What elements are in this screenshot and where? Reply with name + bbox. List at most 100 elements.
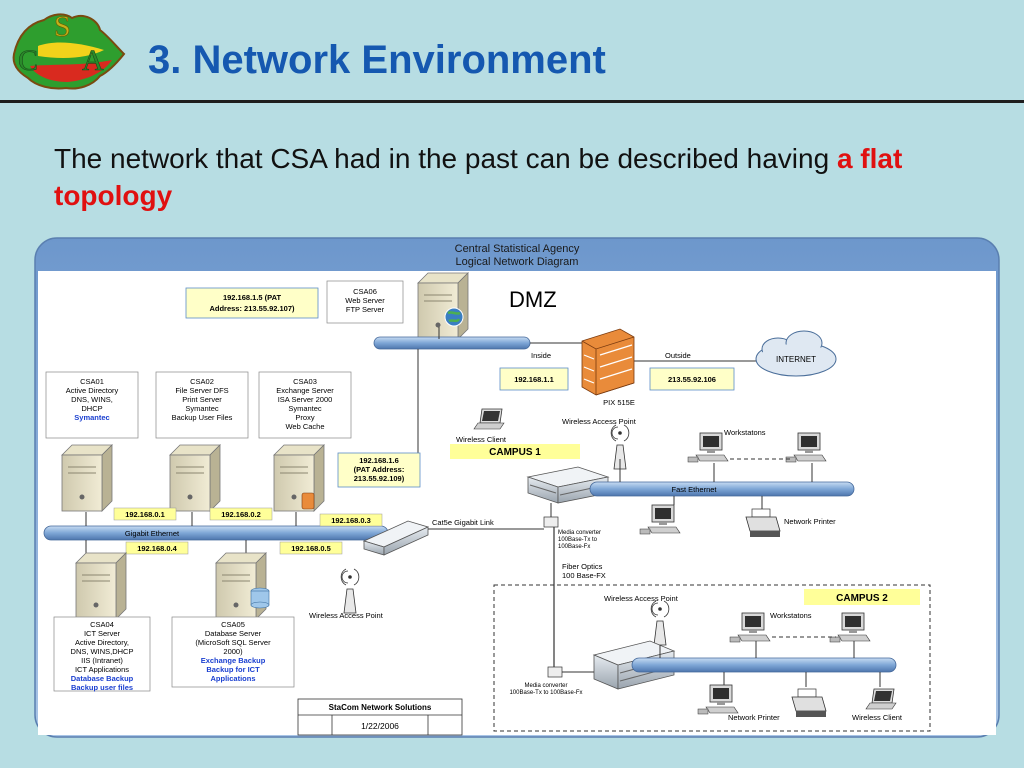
csa05-extra-2: Backup for ICT <box>206 665 260 674</box>
mc2-line1: Media converter <box>524 683 567 689</box>
body-paragraph: The network that CSA had in the past can… <box>54 140 934 214</box>
logo-letter-s: S <box>54 10 71 43</box>
csa05-box <box>171 616 295 688</box>
campus2-bus <box>631 657 897 673</box>
csa03-line5: Proxy <box>295 413 314 422</box>
body-text: The network that CSA had in the past can… <box>54 143 830 174</box>
ip-box-03 <box>319 513 383 527</box>
wap-label-3: Wireless Access Point <box>604 594 679 603</box>
ip-box-01 <box>113 507 177 521</box>
switch-icon-core <box>362 520 430 556</box>
csa04-line4: DNS, WINS,DHCP <box>71 647 134 656</box>
footer-block <box>297 698 463 736</box>
campus1-label: CAMPUS 1 <box>489 447 541 458</box>
ip-02: 192.168.0.2 <box>221 510 261 519</box>
logo-letter-a: A <box>82 44 104 77</box>
pat2-line1: 192.168.1.6 <box>359 456 399 465</box>
ip-01: 192.168.0.1 <box>125 510 165 519</box>
media-converter-icon-1 <box>543 516 559 528</box>
csa04-line3: Active Directory, <box>75 638 129 647</box>
csa05-line4: 2000) <box>223 647 243 656</box>
mc2-line2: 100Base-Tx to 100Base-Fx <box>509 690 582 696</box>
campus1-label-box <box>450 444 580 459</box>
csa05-line2: Database Server <box>205 629 262 638</box>
csa06-box <box>326 280 404 324</box>
csa03-line1: CSA03 <box>293 377 317 386</box>
ip-box-04 <box>125 541 189 555</box>
csa03-line6: Web Cache <box>285 422 324 431</box>
fast-ethernet-bus <box>589 481 855 497</box>
csa04-line6: ICT Applications <box>75 665 129 674</box>
slide-title: 3. Network Environment <box>148 38 606 82</box>
csa01-line3: DNS, WINS, <box>71 395 113 404</box>
internet-cloud-icon <box>755 330 837 377</box>
firewall-label: PIX 515E <box>603 398 635 407</box>
csa02-box <box>155 371 249 439</box>
mc1-line1: Media converter <box>558 530 601 536</box>
workstations-label-2: Workstatons <box>770 611 812 620</box>
body-highlight: a flat topology <box>54 143 903 211</box>
csa04-extra-2: Backup user files <box>71 683 133 692</box>
campus2-label: CAMPUS 2 <box>836 593 888 604</box>
campus2-label-box <box>804 589 920 605</box>
server-icon-csa05 <box>215 552 267 620</box>
csa02-line4: Symantec <box>185 404 219 413</box>
dmz-label: DMZ <box>509 287 557 312</box>
outside-ip-box <box>649 367 735 391</box>
csa04-line5: IIS (Intranet) <box>81 656 123 665</box>
server-icon-csa03 <box>273 444 325 512</box>
fast-ethernet-label: Fast Ethernet <box>671 485 717 494</box>
fiber-line1: Fiber Optics <box>562 562 603 571</box>
csa02-line1: CSA02 <box>190 377 214 386</box>
mc1-line3: 100Base-Fx <box>558 544 590 550</box>
mc1-line2: 100Base-Tx to <box>558 537 598 543</box>
pat2-line2: (PAT Address: <box>354 465 405 474</box>
ip-03: 192.168.0.3 <box>331 516 371 525</box>
pat2-box <box>337 452 421 488</box>
diagram-title-line2: Logical Network Diagram <box>456 256 579 268</box>
csa04-box <box>53 616 151 692</box>
gigabit-bus <box>43 525 389 541</box>
globe-icon <box>444 307 464 327</box>
csa02-line2: File Server DFS <box>175 386 228 395</box>
csa02-line5: Backup User Files <box>172 413 233 422</box>
network-printer-label-1: Network Printer <box>784 517 836 526</box>
wap-label-2: Wireless Access Point <box>309 611 384 620</box>
csa06-line3: FTP Server <box>346 305 385 314</box>
csa03-line3: ISA Server 2000 <box>278 395 333 404</box>
cat5e-label: Cat5e Gigabit Link <box>432 518 494 527</box>
dmz-bus <box>373 336 531 350</box>
wap-label-1: Wireless Access Point <box>562 417 637 426</box>
diagram-title-line1: Central Statistical Agency <box>455 243 580 255</box>
pat1-line2: Address: 213.55.92.107) <box>209 304 295 313</box>
workstations-label-1: Workstatons <box>724 428 766 437</box>
pat1-box <box>185 287 319 319</box>
server-icon-csa02 <box>169 444 221 512</box>
csa02-line3: Print Server <box>182 395 222 404</box>
title-divider <box>0 100 1024 103</box>
csa01-box <box>45 371 139 439</box>
csa06-line2: Web Server <box>345 296 385 305</box>
csa01-symantec: Symantec <box>74 413 109 422</box>
csa04-line1: CSA04 <box>90 620 114 629</box>
csa05-extra-1: Exchange Backup <box>201 656 266 665</box>
logo-letter-c: C <box>18 44 38 77</box>
csa05-line3: (MicroSoft SQL Server <box>195 638 271 647</box>
outside-ip: 213.55.92.106 <box>668 375 716 384</box>
inside-ip-box <box>499 367 569 391</box>
csa05-extra-3: Applications <box>210 674 255 683</box>
ip-05: 192.168.0.5 <box>291 544 331 553</box>
gigabit-label: Gigabit Ethernet <box>125 529 180 538</box>
fiber-line2: 100 Base-FX <box>562 571 606 580</box>
inside-ip: 192.168.1.1 <box>514 375 554 384</box>
csa01-line2: Active Directory <box>66 386 119 395</box>
csa03-line4: Symantec <box>288 404 322 413</box>
pat2-line3: 213.55.92.109) <box>354 474 405 483</box>
outside-label: Outside <box>665 351 691 360</box>
wireless-client-label-1: Wireless Client <box>456 435 507 444</box>
ip-box-05 <box>279 541 343 555</box>
csa06-line1: CSA06 <box>353 287 377 296</box>
ip-box-02 <box>209 507 273 521</box>
footer-date: 1/22/2006 <box>361 721 399 731</box>
campus2-frame <box>493 584 931 732</box>
